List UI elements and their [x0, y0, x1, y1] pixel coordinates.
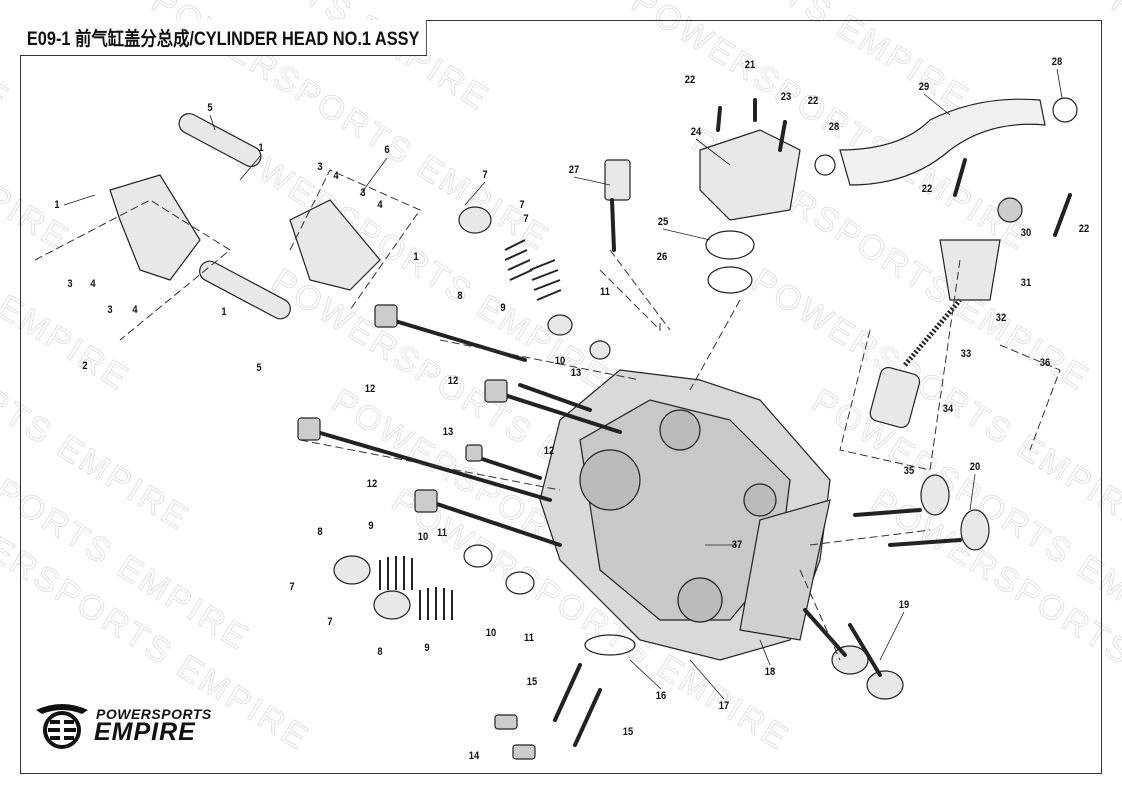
callout: 7	[519, 199, 525, 211]
callout: 1	[221, 306, 227, 318]
callout: 34	[942, 403, 954, 415]
water-hose	[839, 98, 1046, 186]
callout: 12	[364, 383, 376, 395]
callout: 4	[377, 199, 383, 211]
callout: 23	[780, 91, 792, 103]
callout: 37	[731, 539, 743, 551]
callout: 4	[333, 170, 339, 182]
callout: 22	[684, 74, 696, 86]
callout: 3	[360, 187, 366, 199]
callout: 22	[807, 95, 819, 107]
callout: 15	[622, 726, 634, 738]
callout: 1	[54, 199, 60, 211]
callout: 11	[524, 632, 534, 644]
callout: 19	[898, 599, 910, 611]
callout: 18	[764, 666, 776, 678]
callout: 3	[317, 161, 323, 173]
callout: 30	[1020, 227, 1032, 239]
rocker-arm-right	[289, 199, 381, 291]
callout: 28	[1051, 56, 1063, 68]
callout: 2	[82, 360, 88, 372]
callout: 35	[903, 465, 915, 477]
diagram-frame	[20, 20, 1102, 774]
wings-emblem-icon	[36, 704, 88, 749]
rocker-shaft	[199, 260, 291, 320]
callout: 7	[327, 616, 333, 628]
callout: 20	[969, 461, 981, 473]
callout: 24	[690, 126, 702, 138]
callout: 10	[417, 531, 429, 543]
callout: 26	[656, 251, 668, 263]
callout: 3	[107, 304, 113, 316]
callout: 21	[744, 59, 756, 71]
callout: 13	[570, 367, 582, 379]
callout: 10	[554, 355, 566, 367]
callout: 7	[482, 169, 488, 181]
logo-line2: EMPIRE	[94, 718, 196, 746]
callout: 25	[657, 216, 669, 228]
callout: 28	[828, 121, 840, 133]
callout: 17	[718, 700, 730, 712]
callout: 8	[457, 290, 463, 302]
callout: 22	[921, 183, 933, 195]
callout: 6	[384, 144, 390, 156]
callout: 32	[995, 312, 1007, 324]
callout: 7	[523, 213, 529, 225]
callout: 3	[67, 278, 73, 290]
callout: 4	[132, 304, 138, 316]
rocker-arm-left	[109, 174, 201, 281]
page-title: E09-1 前气缸盖分总成/CYLINDER HEAD NO.1 ASSY	[20, 20, 428, 56]
callout: 16	[655, 690, 667, 702]
callout: 29	[918, 81, 930, 93]
callout: 9	[368, 520, 374, 532]
callout: 8	[317, 526, 323, 538]
callout: 8	[377, 646, 383, 658]
callout: 9	[424, 642, 430, 654]
callout: 11	[437, 527, 447, 539]
callout: 13	[442, 426, 454, 438]
callout: 27	[568, 164, 580, 176]
temperature-sensor	[604, 159, 631, 201]
callout: 12	[543, 445, 555, 457]
callout: 14	[468, 750, 480, 762]
callout: 12	[366, 478, 378, 490]
callout: 5	[207, 102, 213, 114]
callout: 10	[485, 627, 497, 639]
callout: 31	[1020, 277, 1032, 289]
callout: 1	[258, 142, 264, 154]
callout: 9	[500, 302, 506, 314]
callout: 5	[256, 362, 262, 374]
brand-logo: POWERSPORTS EMPIRE	[32, 700, 232, 750]
tensioner	[939, 239, 1001, 301]
thermostat-housing	[699, 129, 801, 221]
callout: 7	[289, 581, 295, 593]
callout: 36	[1039, 357, 1051, 369]
callout: 22	[1078, 223, 1090, 235]
callout: 12	[447, 375, 459, 387]
callout: 11	[600, 286, 610, 298]
callout: 4	[90, 278, 96, 290]
logo-line1: POWERSPORTS	[96, 706, 212, 722]
rocker-shaft	[178, 112, 262, 168]
callout: 33	[960, 348, 972, 360]
callout: 15	[526, 676, 538, 688]
callout: 1	[413, 251, 419, 263]
